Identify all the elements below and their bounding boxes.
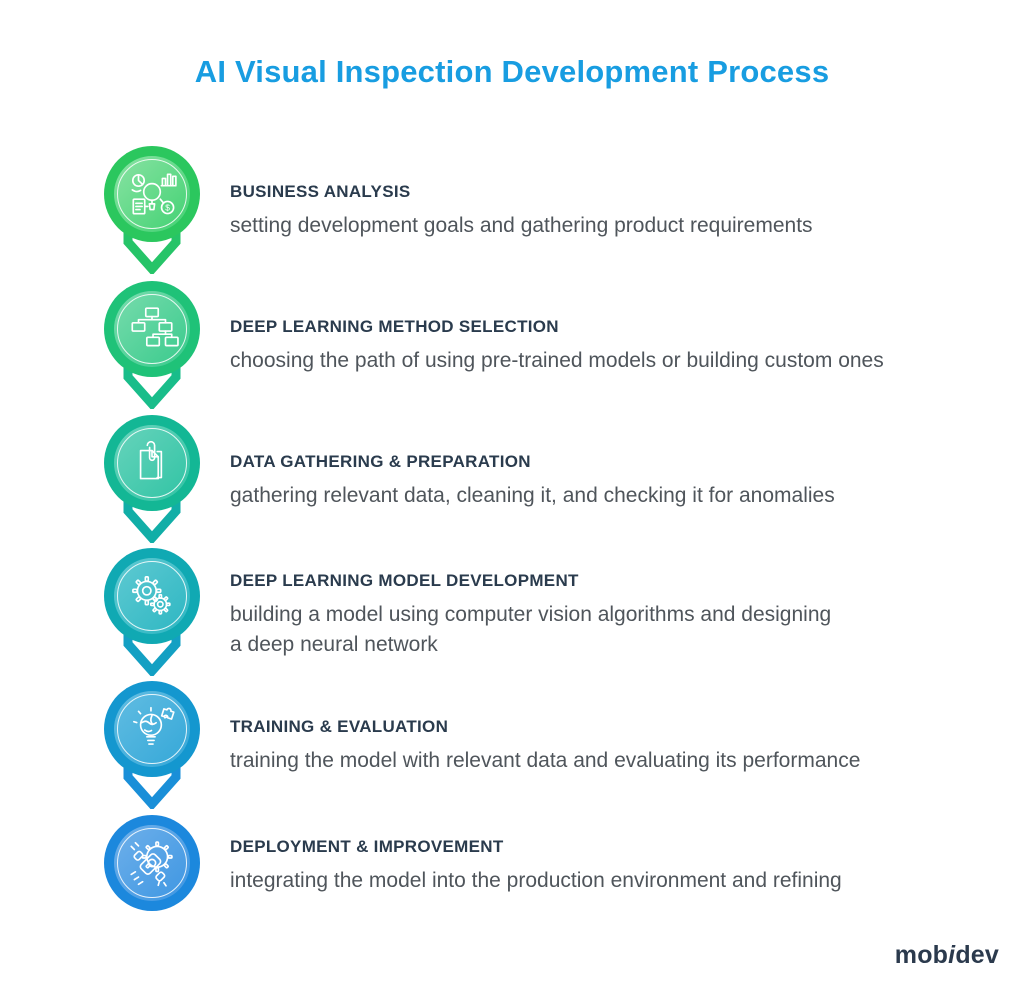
business-analysis-icon: $ (131, 173, 177, 215)
method-selection-icon (131, 307, 179, 347)
step-badge-core (114, 558, 190, 634)
step-description: training the model with relevant data an… (230, 749, 861, 772)
step-badge-core (114, 291, 190, 367)
page-title: AI Visual Inspection Development Process (194, 54, 830, 89)
step-description: gathering relevant data, cleaning it, an… (230, 484, 835, 507)
step-text-model-development: DEEP LEARNING MODEL DEVELOPMENT building… (230, 570, 970, 660)
step-badge-core (114, 825, 190, 901)
mobidev-logo: mobidev (895, 941, 999, 970)
step-badge-training-evaluation (104, 681, 200, 777)
data-gathering-icon (139, 440, 163, 480)
step-badge-core: $ (114, 156, 190, 232)
step-title: TRAINING & EVALUATION (230, 717, 449, 736)
deployment-icon (130, 841, 173, 887)
svg-text:$: $ (165, 203, 170, 213)
step-badge-deployment (104, 815, 200, 911)
step-description: integrating the model into the productio… (230, 869, 842, 892)
step-badge-method-selection (104, 281, 200, 377)
logo-part-italic: i (948, 941, 956, 969)
step-description: building a model using computer vision a… (230, 603, 832, 656)
step-text-deployment: DEPLOYMENT & IMPROVEMENT integrating the… (230, 836, 970, 896)
logo-part: mob (894, 941, 949, 969)
step-badge-core (114, 691, 190, 767)
step-badge-data-gathering (104, 415, 200, 511)
logo-part: dev (955, 941, 999, 969)
step-title: DEEP LEARNING METHOD SELECTION (230, 317, 559, 336)
step-title: DEEP LEARNING MODEL DEVELOPMENT (230, 571, 579, 590)
step-text-business-analysis: BUSINESS ANALYSIS setting development go… (230, 181, 970, 241)
step-description: choosing the path of using pre-trained m… (230, 349, 884, 372)
step-text-method-selection: DEEP LEARNING METHOD SELECTION choosing … (230, 316, 970, 376)
step-text-data-gathering: DATA GATHERING & PREPARATION gathering r… (230, 451, 970, 511)
training-evaluation-icon (132, 706, 175, 745)
step-description: setting development goals and gathering … (230, 214, 813, 237)
step-badge-model-development (104, 548, 200, 644)
step-title: DATA GATHERING & PREPARATION (230, 452, 531, 471)
step-text-training-evaluation: TRAINING & EVALUATION training the model… (230, 716, 970, 776)
step-badge-core (114, 425, 190, 501)
step-title: DEPLOYMENT & IMPROVEMENT (230, 837, 504, 856)
step-title: BUSINESS ANALYSIS (230, 182, 411, 201)
model-development-icon (132, 576, 171, 615)
step-badge-business-analysis: $ (104, 146, 200, 242)
